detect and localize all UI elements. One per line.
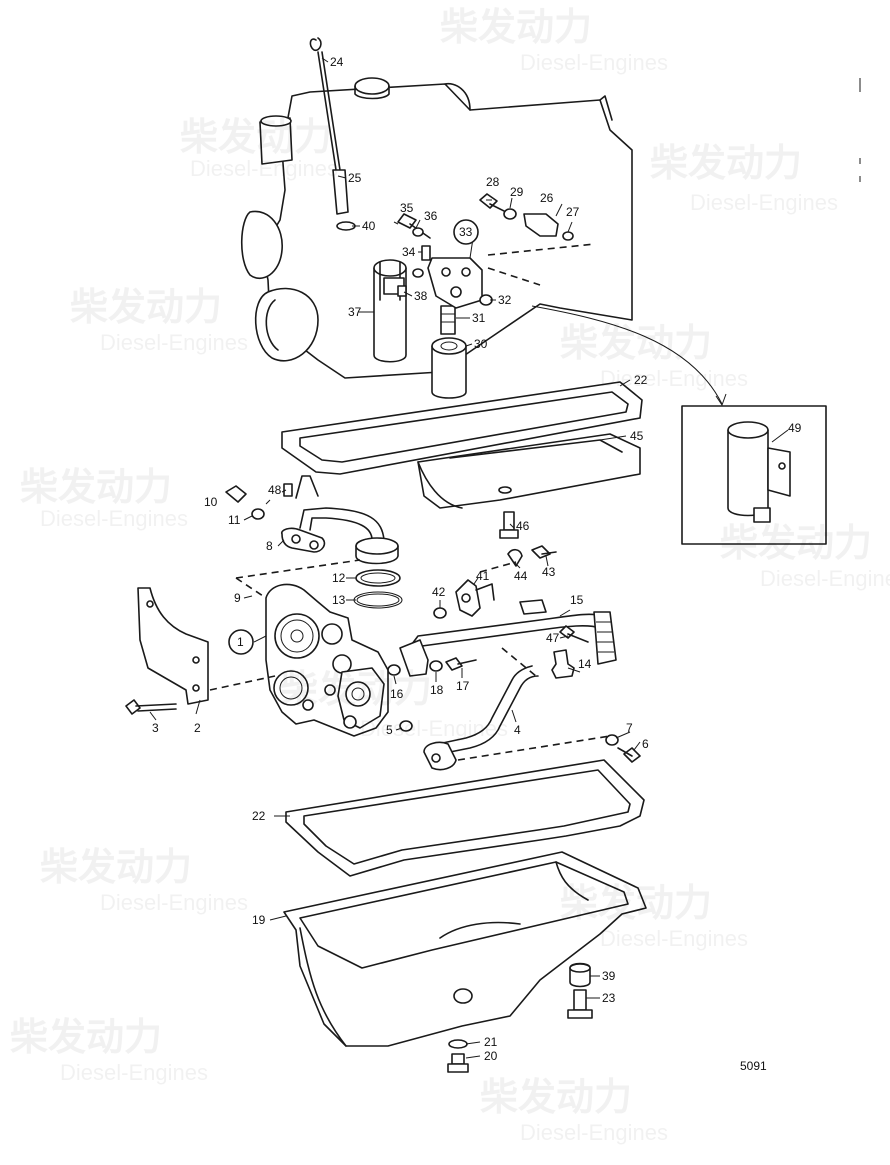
watermark-cn: 柴发动力	[180, 115, 332, 159]
callout-8: 8	[266, 539, 273, 553]
callout-38: 38	[414, 289, 428, 303]
watermark-cn: 柴发动力	[650, 141, 802, 185]
callout-14: 14	[578, 657, 592, 671]
callout-13: 13	[332, 593, 346, 607]
callout-leader-lines	[149, 57, 789, 1059]
oil-sump	[283, 851, 647, 1073]
pressure-pipe-assembly	[387, 599, 641, 771]
callout-11: 11	[228, 513, 241, 527]
callout-26: 26	[540, 191, 554, 205]
watermark-cn: 柴发动力	[480, 1075, 632, 1119]
pickup-strainer	[225, 475, 403, 609]
callout-31: 31	[472, 311, 486, 325]
callout-37: 37	[348, 305, 362, 319]
callout-32: 32	[498, 293, 512, 307]
callout-22: 22	[252, 809, 266, 823]
callout-labels: 1 2 3 4 5 6 7 8 9 10 11 12 13 14 15 16 1…	[152, 55, 802, 1073]
watermark-en: Diesel-Engines	[190, 156, 338, 181]
callout-46: 46	[516, 519, 530, 533]
callout-6: 6	[642, 737, 649, 751]
callout-7: 7	[626, 721, 633, 735]
callout-5: 5	[386, 723, 393, 737]
watermark-en: Diesel-Engines	[100, 890, 248, 915]
callout-18: 18	[430, 683, 444, 697]
callout-35: 35	[400, 201, 414, 215]
callout-circle-1	[228, 629, 254, 655]
watermark-en: Diesel-Engines	[760, 566, 890, 591]
callout-40: 40	[362, 219, 376, 233]
detail-inset-sensor	[531, 305, 827, 545]
callout-41: 41	[476, 569, 490, 583]
watermark-en: Diesel-Engines	[690, 190, 838, 215]
callout-47: 47	[546, 631, 560, 645]
watermark-en: Diesel-Engines	[520, 1120, 668, 1145]
gasket-upper	[281, 381, 643, 475]
callout-34: 34	[402, 245, 416, 259]
watermark-en: Diesel-Engines	[60, 1060, 208, 1085]
watermark-cn: 柴发动力	[560, 321, 712, 365]
callout-17: 17	[456, 679, 470, 693]
callout-1: 1	[237, 635, 244, 649]
reference-number: 5091	[740, 1059, 767, 1073]
callout-15: 15	[570, 593, 584, 607]
callout-24: 24	[330, 55, 344, 69]
watermark-cn: 柴发动力	[40, 845, 192, 889]
dipstick-assembly	[309, 37, 356, 231]
callout-10: 10	[204, 495, 218, 509]
watermark-en: Diesel-Engines	[100, 330, 248, 355]
callout-2: 2	[194, 721, 201, 735]
engine-block	[240, 77, 861, 379]
callout-12: 12	[332, 571, 346, 585]
callout-19: 19	[252, 913, 266, 927]
callout-33: 33	[459, 225, 473, 239]
watermark-cn: 柴发动力	[440, 5, 592, 49]
callout-20: 20	[484, 1049, 498, 1063]
callout-45: 45	[630, 429, 644, 443]
cover-plate	[125, 587, 209, 715]
callout-29: 29	[510, 185, 524, 199]
watermark-en: Diesel-Engines	[600, 926, 748, 951]
watermark-en: Diesel-Engines	[360, 716, 508, 741]
watermark-en: Diesel-Engines	[600, 366, 748, 391]
callout-25: 25	[348, 171, 362, 185]
callout-43: 43	[542, 565, 556, 579]
oil-filter-assembly	[373, 213, 596, 399]
callout-39: 39	[602, 969, 616, 983]
gasket-lower	[285, 759, 645, 877]
pressure-sensor-fittings	[479, 193, 574, 241]
callout-36: 36	[424, 209, 438, 223]
oil-pump	[209, 559, 389, 737]
callout-44: 44	[514, 569, 528, 583]
watermark-cn: 柴发动力	[20, 465, 172, 509]
callout-16: 16	[390, 687, 404, 701]
callout-22: 22	[634, 373, 648, 387]
callout-23: 23	[602, 991, 616, 1005]
callout-3: 3	[152, 721, 159, 735]
callout-49: 49	[788, 421, 802, 435]
callout-9: 9	[234, 591, 241, 605]
callout-4: 4	[514, 723, 521, 737]
watermark-cn: 柴发动力	[560, 881, 712, 925]
watermark-en: Diesel-Engines	[40, 506, 188, 531]
watermark: 柴发动力 Diesel-Engines 柴发动力 Diesel-Engines …	[10, 5, 890, 1145]
callout-48: 48	[268, 483, 282, 497]
watermark-cn: 柴发动力	[280, 667, 432, 711]
watermark-cn: 柴发动力	[10, 1015, 162, 1059]
callout-30: 30	[474, 337, 488, 351]
callout-27: 27	[566, 205, 580, 219]
callout-circle-33	[453, 219, 479, 245]
watermark-cn: 柴发动力	[70, 285, 222, 329]
watermark-cn: 柴发动力	[720, 521, 872, 565]
callout-28: 28	[486, 175, 500, 189]
watermark-en: Diesel-Engines	[520, 50, 668, 75]
pipe-bracket	[433, 545, 557, 619]
callout-21: 21	[484, 1035, 498, 1049]
callout-42: 42	[432, 585, 446, 599]
